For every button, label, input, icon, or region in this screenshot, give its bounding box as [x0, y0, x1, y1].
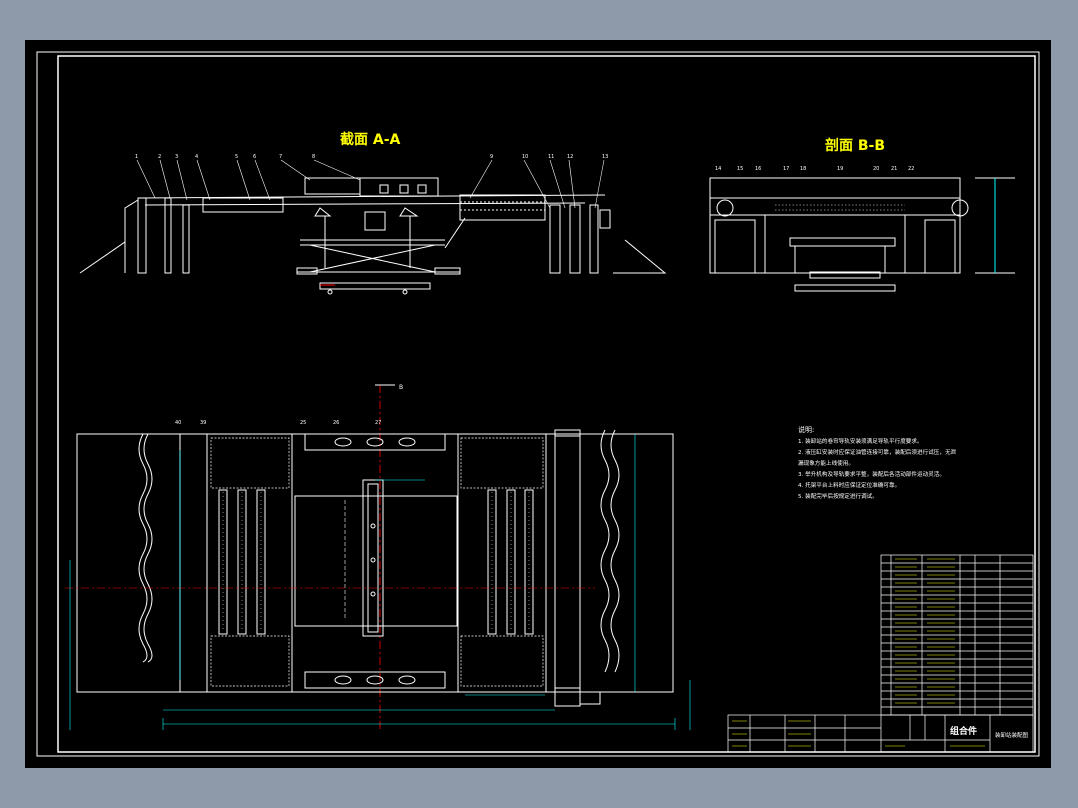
svg-text:17: 17 — [783, 166, 789, 172]
cad-drawing-canvas: 截面 A-A — [36, 51, 1040, 757]
title-assembly: 组合件 — [950, 725, 977, 737]
svg-text:14: 14 — [715, 166, 721, 172]
section-bb-title: 剖面 B-B — [825, 137, 885, 154]
section-marker-top: B — [399, 384, 403, 391]
note-line: 漏现象方能上线使用。 — [798, 459, 854, 467]
outer-border — [36, 51, 1040, 757]
svg-text:10: 10 — [522, 154, 528, 160]
svg-text:5: 5 — [235, 154, 238, 160]
svg-text:18: 18 — [800, 166, 806, 172]
svg-text:13: 13 — [602, 154, 608, 160]
note-line: 3. 举升机构及导轨要求平整，装配后各活动部件运动灵活。 — [798, 470, 945, 478]
parts-list-table — [880, 554, 1034, 716]
svg-text:11: 11 — [548, 154, 554, 160]
svg-text:21: 21 — [891, 166, 897, 172]
svg-text:8: 8 — [312, 154, 315, 160]
drawing-sheet: 截面 A-A — [25, 40, 1051, 768]
section-bb-view: 剖面 B-B 14 15 16 17 18 19 — [709, 137, 1015, 292]
svg-text:40: 40 — [175, 420, 181, 426]
svg-text:12: 12 — [567, 154, 573, 160]
svg-text:15: 15 — [737, 166, 743, 172]
svg-text:1: 1 — [135, 154, 138, 160]
svg-text:2: 2 — [158, 154, 161, 160]
svg-text:22: 22 — [908, 166, 914, 172]
section-aa-title: 截面 A-A — [340, 131, 401, 148]
title-drawing-name: 装卸站装配图 — [995, 731, 1029, 739]
section-aa-view: 截面 A-A — [79, 131, 667, 295]
svg-text:19: 19 — [837, 166, 843, 172]
svg-text:6: 6 — [253, 154, 256, 160]
svg-text:25: 25 — [300, 420, 306, 426]
notes-heading: 说明: — [798, 425, 814, 434]
svg-text:39: 39 — [200, 420, 206, 426]
note-line: 4. 托架平台上料时应保证定位准确可靠。 — [798, 481, 900, 489]
svg-text:16: 16 — [755, 166, 761, 172]
svg-text:9: 9 — [490, 154, 493, 160]
svg-text:27: 27 — [375, 420, 381, 426]
title-block: 组合件 装卸站装配图 — [727, 714, 1034, 753]
note-line: 5. 装配完毕后按规定进行调试。 — [798, 492, 878, 500]
note-line: 2. 液压缸安装时应保证油管连接可靠，装配后须进行试压，无泄 — [798, 448, 957, 456]
svg-text:7: 7 — [279, 154, 282, 160]
plan-view: B — [65, 384, 691, 730]
svg-text:20: 20 — [873, 166, 879, 172]
svg-text:3: 3 — [175, 154, 178, 160]
note-line: 1. 装卸站的卷帘导轨安装须满足导轨平行度要求。 — [798, 437, 923, 445]
technical-notes: 说明: 1. 装卸站的卷帘导轨安装须满足导轨平行度要求。 2. 液压缸安装时应保… — [798, 425, 957, 500]
svg-text:26: 26 — [333, 420, 339, 426]
inner-border — [57, 55, 1036, 753]
svg-text:4: 4 — [195, 154, 198, 160]
